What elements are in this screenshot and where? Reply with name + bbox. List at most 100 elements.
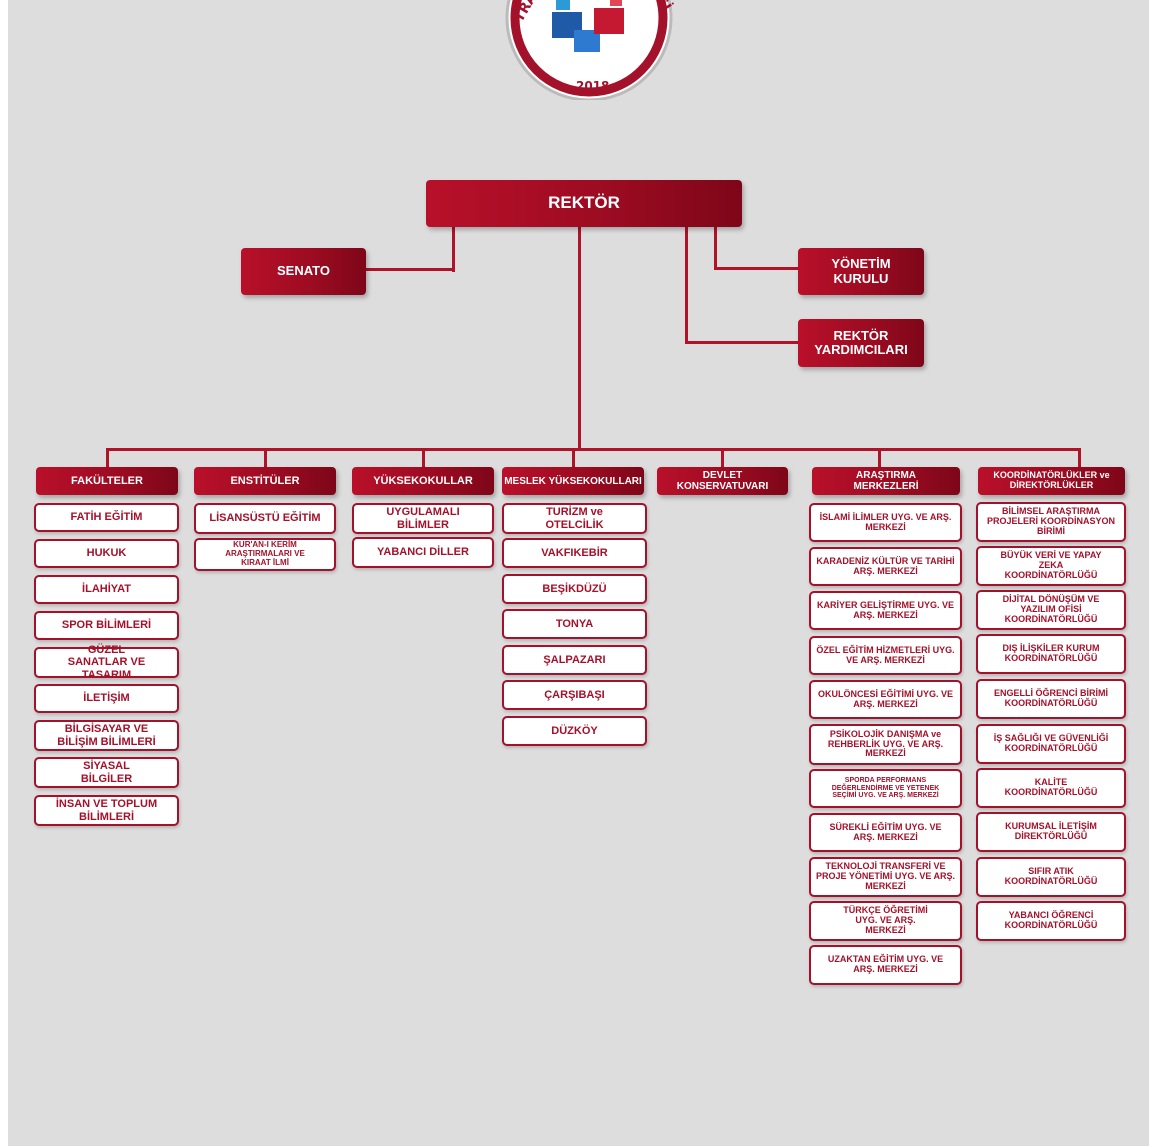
connector-col-2 xyxy=(264,448,267,468)
item-coord-dijital[interactable]: DİJİTAL DÖNÜŞÜM VE YAZILIM OFİSİ KOORDİN… xyxy=(976,590,1126,630)
item-label: SİYASAL BİLGİLER xyxy=(80,760,133,785)
item-coord-engelli[interactable]: ENGELLİ ÖĞRENCİ BİRİMİ KOORDİNATÖRLÜĞÜ xyxy=(976,679,1126,719)
connector-vice-h xyxy=(685,341,800,344)
item-label: ŞALPAZARI xyxy=(543,653,606,666)
header-coordinatorships-label: KOORDİNATÖRLÜKLER ve DİREKTÖRLÜKLER xyxy=(993,470,1110,490)
item-faculty-ilahiyat[interactable]: İLAHİYAT xyxy=(34,575,179,604)
item-label: TÜRKÇE ÖĞRETİMİ UYG. VE ARŞ. MERKEZİ xyxy=(843,905,928,935)
item-faculty-spor[interactable]: SPOR BİLİMLERİ xyxy=(34,611,179,640)
university-logo: TRA TESİ 2018 xyxy=(505,0,675,100)
item-label: BÜYÜK VERİ VE YAPAY ZEKA KOORDİNATÖRLÜĞÜ xyxy=(1000,550,1102,580)
connector-board-h xyxy=(714,267,800,270)
connector-vice-v xyxy=(685,226,688,344)
item-label: UYGULAMALI BİLİMLER xyxy=(386,506,460,531)
header-conservatory-label: DEVLET KONSERVATUVARI xyxy=(676,470,769,492)
connector-col-3 xyxy=(422,448,425,468)
item-center-uzaktan[interactable]: UZAKTAN EĞİTİM UYG. VE ARŞ. MERKEZİ xyxy=(809,945,962,985)
item-label: HUKUK xyxy=(86,547,127,560)
rector-label: REKTÖR xyxy=(548,193,620,213)
item-school-uygulamali[interactable]: UYGULAMALI BİLİMLER xyxy=(352,503,494,534)
item-label: BİLGİSAYAR VE BİLİŞİM BİLİMLERİ xyxy=(57,723,156,748)
header-conservatory: DEVLET KONSERVATUVARI xyxy=(657,467,788,495)
item-vocational-salpazari[interactable]: ŞALPAZARI xyxy=(502,645,647,675)
item-label: SÜREKLİ EĞİTİM UYG. VE ARŞ. MERKEZİ xyxy=(829,821,942,842)
item-coord-is-sagligi[interactable]: İŞ SAĞLIĞI VE GÜVENLİĞİ KOORDİNATÖRLÜĞÜ xyxy=(976,724,1126,764)
item-label: SPOR BİLİMLERİ xyxy=(61,619,152,632)
item-label: SIFIR ATIK KOORDİNATÖRLÜĞÜ xyxy=(1004,866,1098,886)
item-faculty-guzel-sanatlar[interactable]: GÜZEL SANATLAR VE TASARIM xyxy=(34,644,179,681)
item-label: FATİH EĞİTİM xyxy=(70,511,143,524)
item-label: GÜZEL SANATLAR VE TASARIM xyxy=(67,644,146,681)
header-vocational-schools: MESLEK YÜKSEKOKULLARI xyxy=(502,467,644,495)
item-school-yabanci-diller[interactable]: YABANCI DİLLER xyxy=(352,537,494,568)
item-label: BİLİMSEL ARAŞTIRMA PROJELERİ KOORDİNASYO… xyxy=(986,506,1116,536)
item-label: İSLAMİ İLİMLER UYG. VE ARŞ. MERKEZİ xyxy=(819,511,952,532)
item-center-psikolojik[interactable]: PSİKOLOJİK DANIŞMA ve REHBERLİK UYG. VE … xyxy=(809,724,962,765)
item-coord-sifir-atik[interactable]: SIFIR ATIK KOORDİNATÖRLÜĞÜ xyxy=(976,857,1126,897)
vice-rectors-label: REKTÖR YARDIMCILARI xyxy=(814,327,908,357)
item-faculty-fatih-egitim[interactable]: FATİH EĞİTİM xyxy=(34,503,179,532)
item-center-okuloncesi[interactable]: OKULÖNCESİ EĞİTİMİ UYG. VE ARŞ. MERKEZİ xyxy=(809,680,962,719)
item-coord-buyuk-veri[interactable]: BÜYÜK VERİ VE YAPAY ZEKA KOORDİNATÖRLÜĞÜ xyxy=(976,546,1126,586)
item-faculty-siyasal[interactable]: SİYASAL BİLGİLER xyxy=(34,757,179,788)
logo-year: 2018 xyxy=(576,79,609,93)
item-faculty-iletisim[interactable]: İLETİŞİM xyxy=(34,684,179,713)
item-coord-kalite[interactable]: KALİTE KOORDİNATÖRLÜĞÜ xyxy=(976,768,1126,808)
item-faculty-insan-toplum[interactable]: İNSAN VE TOPLUM BİLİMLERİ xyxy=(34,795,179,826)
board-box: YÖNETİM KURULU xyxy=(798,248,924,295)
connector-board-v xyxy=(714,226,717,270)
item-center-kariyer[interactable]: KARİYER GELİŞTİRME UYG. VE ARŞ. MERKEZİ xyxy=(809,591,962,630)
item-coord-dis-iliskiler[interactable]: DIŞ İLİŞKİLER KURUM KOORDİNATÖRLÜĞÜ xyxy=(976,634,1126,674)
item-label: İŞ SAĞLIĞI VE GÜVENLİĞİ KOORDİNATÖRLÜĞÜ xyxy=(993,733,1109,753)
item-label: PSİKOLOJİK DANIŞMA ve REHBERLİK UYG. VE … xyxy=(827,728,944,759)
item-label: DIŞ İLİŞKİLER KURUM KOORDİNATÖRLÜĞÜ xyxy=(1002,643,1100,663)
item-label: KARİYER GELİŞTİRME UYG. VE ARŞ. MERKEZİ xyxy=(816,599,955,620)
board-label: YÖNETİM KURULU xyxy=(831,256,891,286)
item-faculty-hukuk[interactable]: HUKUK xyxy=(34,539,179,568)
item-center-ozel-egitim[interactable]: ÖZEL EĞİTİM HİZMETLERİ UYG. VE ARŞ. MERK… xyxy=(809,636,962,675)
header-schools-label: YÜKSEKOKULLAR xyxy=(373,474,473,487)
item-center-surekli[interactable]: SÜREKLİ EĞİTİM UYG. VE ARŞ. MERKEZİ xyxy=(809,813,962,852)
header-schools: YÜKSEKOKULLAR xyxy=(352,467,494,495)
item-coord-bap[interactable]: BİLİMSEL ARAŞTIRMA PROJELERİ KOORDİNASYO… xyxy=(976,502,1126,542)
item-label: YABANCI DİLLER xyxy=(377,546,469,559)
item-label: İLETİŞİM xyxy=(83,692,130,705)
item-vocational-vakfikebir[interactable]: VAKFIKEBİR xyxy=(502,538,647,568)
item-center-sporda[interactable]: SPORDA PERFORMANS DEĞERLENDİRME VE YETEN… xyxy=(809,769,962,808)
item-label: ÖZEL EĞİTİM HİZMETLERİ UYG. VE ARŞ. MERK… xyxy=(816,644,955,665)
senate-label: SENATO xyxy=(277,263,330,279)
connector-col-1 xyxy=(106,448,109,468)
item-label: KARADENİZ KÜLTÜR VE TARİHİ ARŞ. MERKEZİ xyxy=(816,555,955,576)
connector-col-5 xyxy=(721,448,724,468)
item-center-islami[interactable]: İSLAMİ İLİMLER UYG. VE ARŞ. MERKEZİ xyxy=(809,503,962,542)
item-coord-yabanci-ogrenci[interactable]: YABANCI ÖĞRENCİ KOORDİNATÖRLÜĞÜ xyxy=(976,901,1126,941)
item-label: OKULÖNCESİ EĞİTİMİ UYG. VE ARŞ. MERKEZİ xyxy=(817,688,953,709)
item-label: YABANCI ÖĞRENCİ KOORDİNATÖRLÜĞÜ xyxy=(1004,910,1098,930)
item-label: KUR'AN-I KERİM ARAŞTIRMALARI VE KIRAAT İ… xyxy=(225,540,305,567)
header-faculties-label: FAKÜLTELER xyxy=(71,474,143,487)
item-label: UZAKTAN EĞİTİM UYG. VE ARŞ. MERKEZİ xyxy=(827,954,944,974)
item-vocational-duzkoy[interactable]: DÜZKÖY xyxy=(502,716,647,746)
header-research-centers-label: ARAŞTIRMA MERKEZLERİ xyxy=(853,470,919,492)
item-label: BEŞİKDÜZÜ xyxy=(542,582,607,595)
item-label: LİSANSÜSTÜ EĞİTİM xyxy=(209,512,321,525)
item-vocational-besikduzu[interactable]: BEŞİKDÜZÜ xyxy=(502,574,647,604)
item-center-karadeniz[interactable]: KARADENİZ KÜLTÜR VE TARİHİ ARŞ. MERKEZİ xyxy=(809,547,962,586)
item-center-turkce[interactable]: TÜRKÇE ÖĞRETİMİ UYG. VE ARŞ. MERKEZİ xyxy=(809,901,962,941)
header-institutes-label: ENSTİTÜLER xyxy=(230,474,300,487)
connector-col-7 xyxy=(1078,448,1081,468)
vice-rectors-box: REKTÖR YARDIMCILARI xyxy=(798,319,924,367)
item-label: İLAHİYAT xyxy=(82,583,131,596)
connector-col-4 xyxy=(572,448,575,468)
item-vocational-tonya[interactable]: TONYA xyxy=(502,609,647,639)
item-center-teknoloji[interactable]: TEKNOLOJİ TRANSFERİ VE PROJE YÖNETİMİ UY… xyxy=(809,857,962,897)
item-vocational-carsibasi[interactable]: ÇARŞIBAŞI xyxy=(502,680,647,710)
item-vocational-turizm[interactable]: TURİZM ve OTELCİLİK xyxy=(502,503,647,534)
item-faculty-bilgisayar[interactable]: BİLGİSAYAR VE BİLİŞİM BİLİMLERİ xyxy=(34,720,179,751)
connector-senate-v xyxy=(452,226,455,272)
item-label: ENGELLİ ÖĞRENCİ BİRİMİ KOORDİNATÖRLÜĞÜ xyxy=(993,688,1108,708)
item-institute-kuran[interactable]: KUR'AN-I KERİM ARAŞTIRMALARI VE KIRAAT İ… xyxy=(194,538,336,571)
item-institute-lisansustu[interactable]: LİSANSÜSTÜ EĞİTİM xyxy=(194,503,336,534)
item-coord-kurumsal[interactable]: KURUMSAL İLETİŞİM DİREKTÖRLÜĞÜ xyxy=(976,812,1126,852)
header-institutes: ENSTİTÜLER xyxy=(194,467,336,495)
